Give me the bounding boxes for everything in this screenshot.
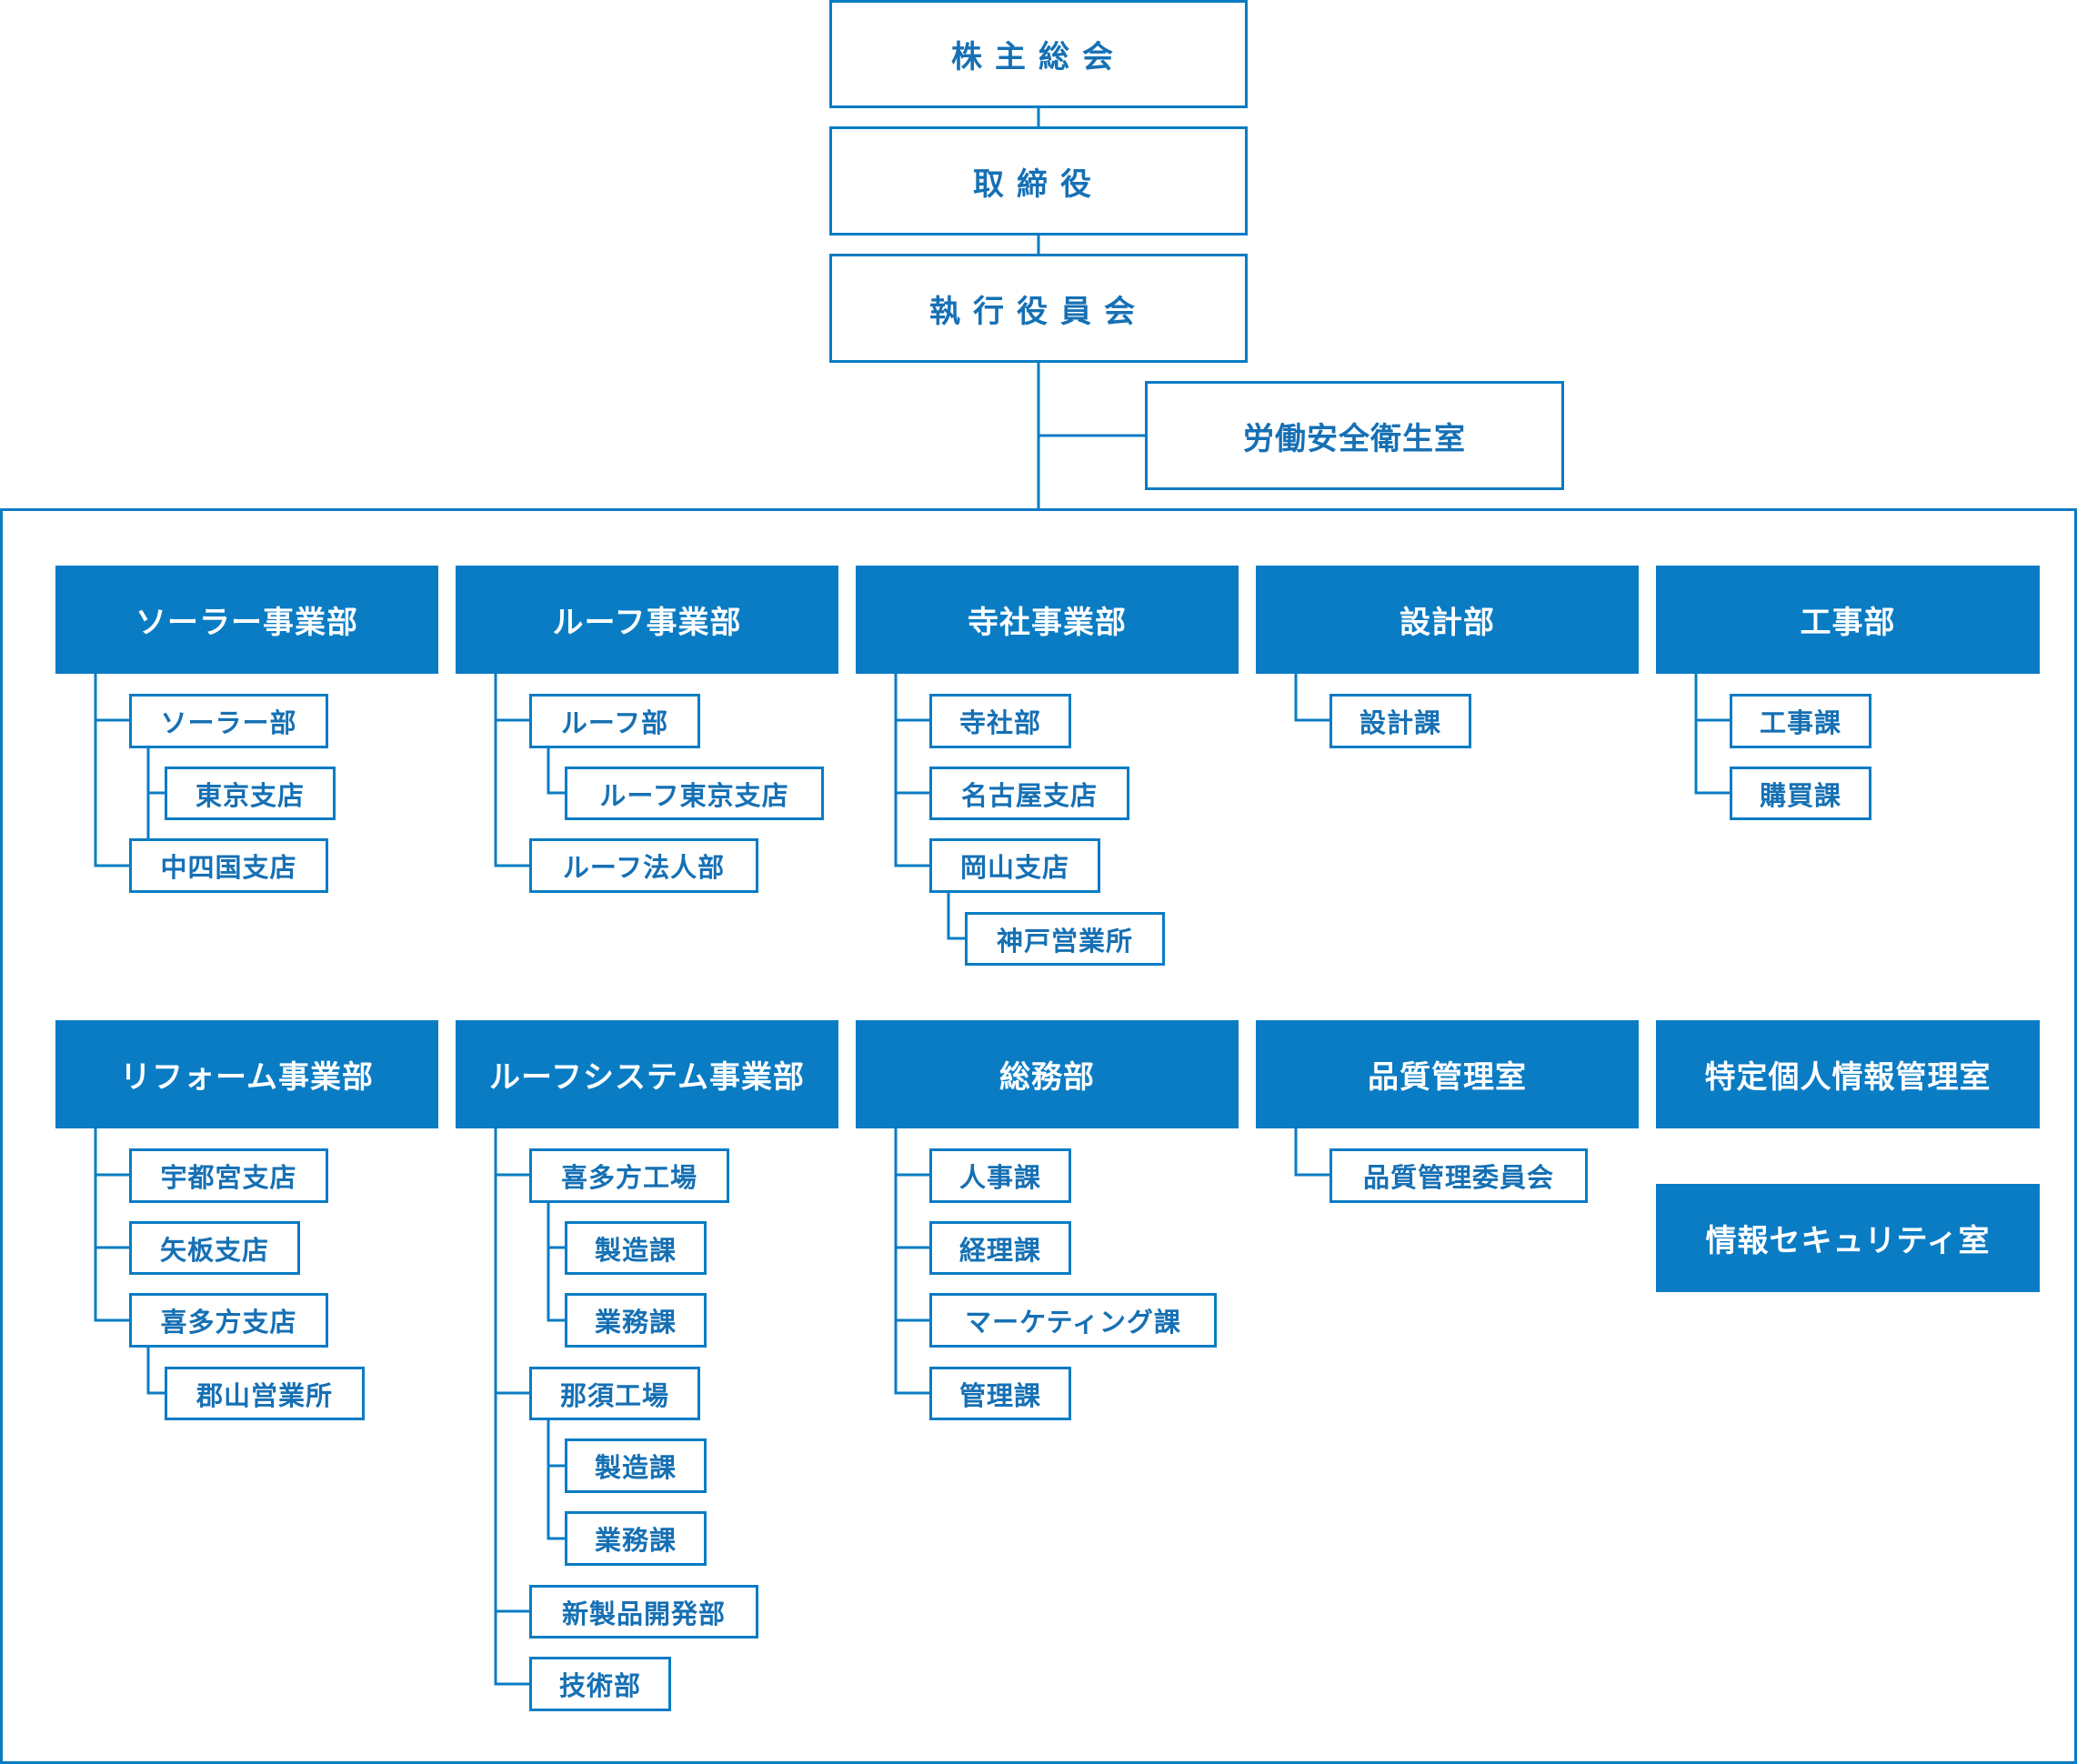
board-of-directors-box: 取締役 [829, 126, 1248, 236]
executive-committee-box: 執行役員会 [829, 254, 1248, 363]
unit-new-product-dev: 新製品開発部 [529, 1585, 758, 1639]
dept-temple-shrine: 寺社事業部 [856, 566, 1239, 674]
unit-hr-section: 人事課 [929, 1148, 1071, 1203]
dept-design: 設計部 [1256, 566, 1639, 674]
dept-personal-info-office: 特定個人情報管理室 [1656, 1020, 2040, 1128]
unit-roof-corporate: ルーフ法人部 [529, 838, 758, 893]
dept-roof: ルーフ事業部 [456, 566, 838, 674]
unit-construction-section: 工事課 [1730, 694, 1871, 748]
unit-purchasing-section: 購買課 [1730, 767, 1871, 820]
unit-solar-tokyo-branch: 東京支店 [165, 767, 336, 820]
unit-marketing-section: マーケティング課 [929, 1293, 1217, 1348]
unit-temple-dept: 寺社部 [929, 694, 1071, 748]
dept-info-security-office: 情報セキュリティ室 [1656, 1184, 2040, 1292]
unit-solar-chushikoku-branch: 中四国支店 [129, 838, 328, 893]
unit-kitakata-manufacturing: 製造課 [565, 1221, 707, 1275]
unit-koriyama-office: 郡山営業所 [165, 1367, 365, 1420]
unit-kitakata-operations: 業務課 [565, 1293, 707, 1348]
unit-nasu-factory: 那須工場 [529, 1367, 700, 1420]
unit-okayama-branch: 岡山支店 [929, 838, 1100, 893]
unit-roof-dept: ルーフ部 [529, 694, 700, 748]
shareholders-meeting-box: 株主総会 [829, 0, 1248, 108]
dept-reform: リフォーム事業部 [55, 1020, 438, 1128]
unit-yaita-branch: 矢板支店 [129, 1221, 300, 1275]
unit-kobe-office: 神戸営業所 [965, 912, 1165, 966]
dept-general-affairs: 総務部 [856, 1020, 1239, 1128]
dept-roof-system: ルーフシステム事業部 [456, 1020, 838, 1128]
unit-kitakata-branch: 喜多方支店 [129, 1293, 328, 1348]
unit-nagoya-branch: 名古屋支店 [929, 767, 1129, 820]
unit-management-section: 管理課 [929, 1367, 1071, 1420]
unit-accounting-section: 経理課 [929, 1221, 1071, 1275]
divisions-frame [0, 508, 2077, 1764]
unit-quality-committee: 品質管理委員会 [1329, 1148, 1588, 1203]
safety-office-box: 労働安全衛生室 [1145, 381, 1564, 490]
unit-utsunomiya-branch: 宇都宮支店 [129, 1148, 328, 1203]
unit-nasu-manufacturing: 製造課 [565, 1438, 707, 1493]
unit-design-section: 設計課 [1329, 694, 1471, 748]
unit-roof-tokyo-branch: ルーフ東京支店 [565, 767, 824, 820]
unit-kitakata-factory: 喜多方工場 [529, 1148, 729, 1203]
unit-solar-dept: ソーラー部 [129, 694, 328, 748]
dept-solar: ソーラー事業部 [55, 566, 438, 674]
unit-nasu-operations: 業務課 [565, 1511, 707, 1566]
dept-quality-control: 品質管理室 [1256, 1020, 1639, 1128]
unit-technical-dept: 技術部 [529, 1657, 671, 1711]
dept-construction: 工事部 [1656, 566, 2040, 674]
